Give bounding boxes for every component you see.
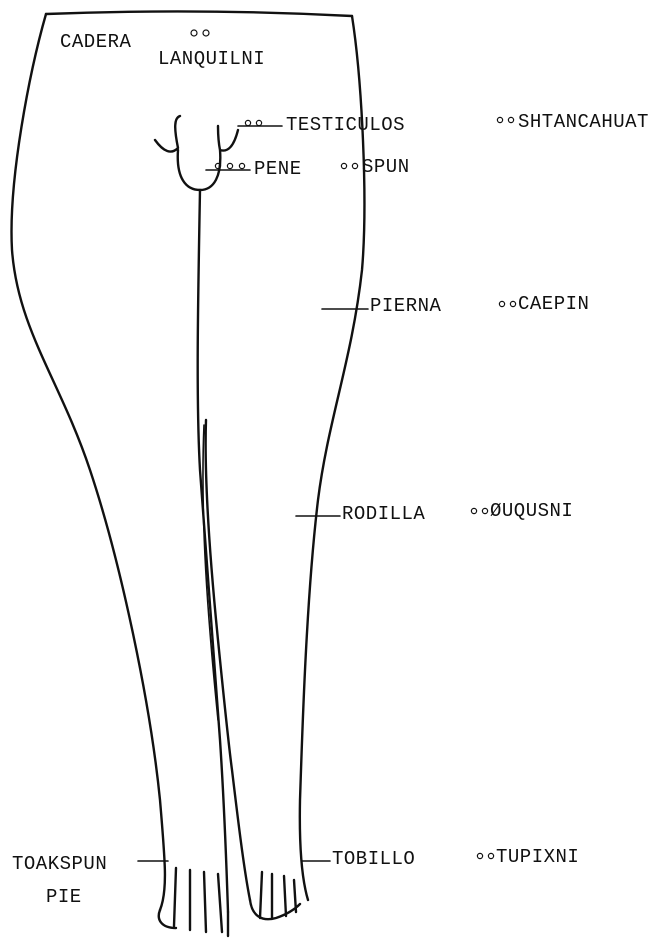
left-leg-outer-outline	[12, 14, 165, 910]
hip-label-native: LANQUILNI	[158, 50, 265, 69]
penis-label-native: SPUN	[362, 158, 410, 177]
left-leg-inner-outline	[198, 190, 228, 912]
left-foot-toes	[159, 868, 228, 936]
foot-label-native: TOAKSPUN	[12, 855, 107, 874]
leg-label-native: CAEPIN	[518, 295, 589, 314]
knee-label-spanish: RODILLA	[342, 505, 425, 524]
testicles-outline	[155, 116, 238, 190]
foot-label-spanish: PIE	[46, 888, 82, 907]
hip-label-spanish: CADERA	[60, 33, 131, 52]
ring-markers	[191, 30, 516, 859]
leg-label-spanish: PIERNA	[370, 297, 441, 316]
waist-outline	[46, 11, 352, 16]
penis-label-spanish: PENE	[254, 160, 302, 179]
knee-label-native: ØUQUSNI	[490, 502, 573, 521]
ankle-label-native: TUPIXNI	[496, 848, 579, 867]
right-foot-toes	[250, 872, 300, 919]
ankle-label-spanish: TOBILLO	[332, 850, 415, 869]
testicles-label-spanish: TESTICULOS	[286, 116, 405, 135]
right-leg-outer-outline	[300, 16, 365, 900]
testicles-label-native: SHTANCAHUAT	[518, 113, 649, 132]
